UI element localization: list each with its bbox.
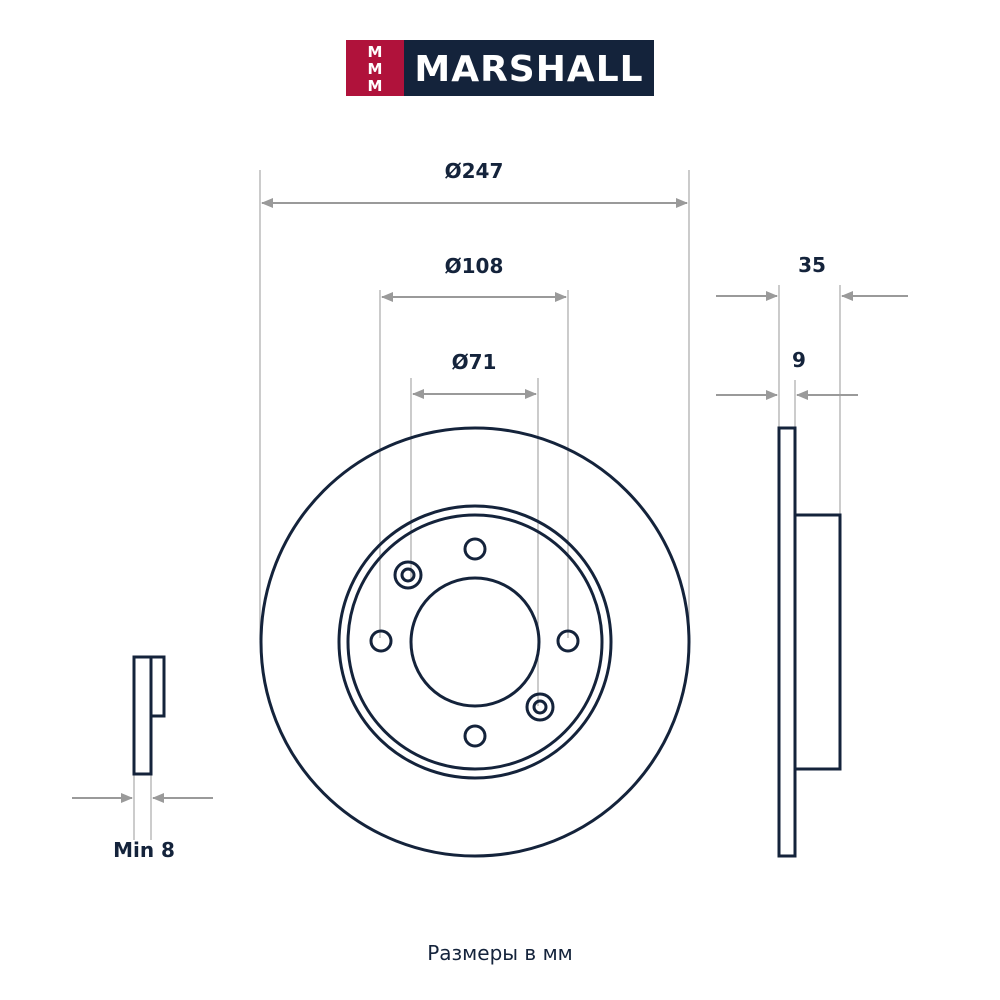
bolt-hole [463, 724, 487, 748]
outer-diameter-label: Ø247 [445, 159, 504, 183]
hub-outer-ring [337, 504, 613, 780]
disc-side-hub [793, 513, 842, 771]
units-caption: Размеры в мм [427, 941, 573, 965]
locating-pin-hole [393, 560, 423, 590]
hub-inner-ring [346, 513, 604, 771]
locating-pin-hole [525, 692, 555, 722]
dimension-lines [72, 198, 908, 803]
disc-side-friction-ring [777, 426, 797, 858]
brand-mark-letter: M [368, 60, 383, 78]
extension-lines [133, 170, 841, 840]
min-thickness-label: Min 8 [113, 838, 175, 862]
disc-side-view [777, 426, 842, 858]
disc-outer-edge [259, 426, 691, 858]
center-bore [409, 576, 541, 708]
bolt-circle-label: Ø108 [445, 254, 504, 278]
min-thickness-wear-step [151, 655, 166, 718]
brand-mark-letter: M [368, 77, 383, 95]
brand-name-box [404, 40, 654, 96]
brand-mark [346, 40, 404, 96]
brand-name: MARSHALL [414, 49, 643, 90]
bolt-hole [369, 629, 393, 653]
disc-thickness-label: 9 [792, 348, 806, 372]
min-thickness-detail [132, 655, 166, 776]
brand-logo: M M M MARSHALL [346, 40, 654, 96]
bolt-hole [556, 629, 580, 653]
total-height-label: 35 [798, 253, 826, 277]
min-thickness-section [132, 655, 153, 776]
disc-front-view [259, 426, 691, 858]
bolt-hole [463, 537, 487, 561]
brand-mark-letter: M [368, 43, 383, 61]
center-bore-label: Ø71 [452, 350, 497, 374]
